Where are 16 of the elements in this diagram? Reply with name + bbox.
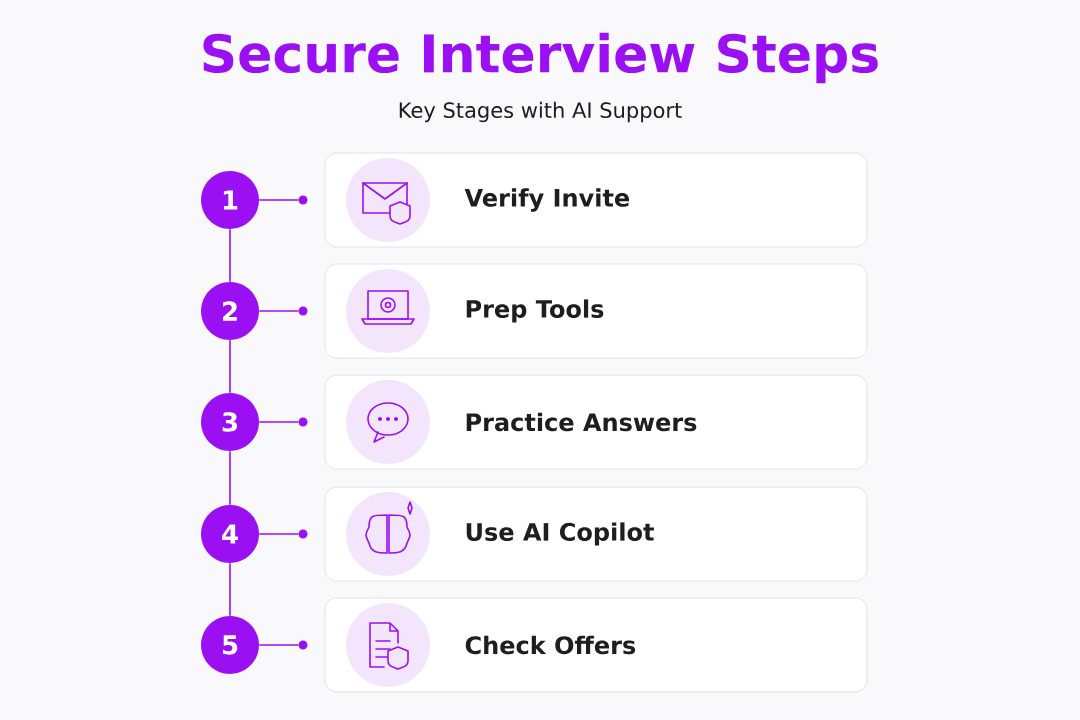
timeline-line <box>229 339 231 394</box>
connector-line <box>258 199 300 201</box>
title: Secure Interview Steps <box>203 32 878 84</box>
timeline-line <box>229 450 231 506</box>
step-number: 3 <box>201 393 259 451</box>
step-number: 4 <box>201 505 259 563</box>
timeline-line <box>229 562 231 617</box>
connector-line <box>258 421 300 423</box>
connector-line <box>258 644 300 646</box>
step-number: 2 <box>201 282 259 340</box>
connector-line <box>258 310 300 312</box>
step-number: 1 <box>201 171 259 229</box>
subtitle: Key Stages with AI Support <box>399 101 682 123</box>
step-number: 5 <box>201 616 259 674</box>
timeline-line <box>229 228 231 283</box>
connector-line <box>258 533 300 535</box>
